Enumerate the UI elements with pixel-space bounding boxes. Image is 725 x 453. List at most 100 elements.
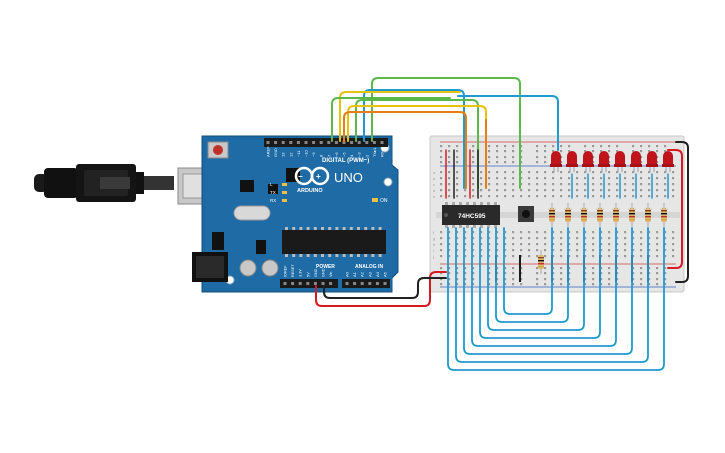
breadboard-hole[interactable] (560, 278, 563, 281)
breadboard-hole[interactable] (552, 237, 555, 240)
breadboard-hole[interactable] (488, 183, 491, 186)
breadboard-hole[interactable] (504, 243, 507, 246)
breadboard-hole[interactable] (624, 255, 627, 258)
breadboard-hole[interactable] (656, 171, 659, 174)
breadboard-hole[interactable] (576, 255, 579, 258)
breadboard-hole[interactable] (480, 189, 483, 192)
breadboard-hole[interactable] (464, 195, 467, 198)
breadboard-hole[interactable] (504, 171, 507, 174)
breadboard-hole[interactable] (632, 255, 635, 258)
breadboard-hole[interactable] (456, 278, 459, 281)
header-pin[interactable] (296, 141, 300, 144)
breadboard-hole[interactable] (568, 150, 571, 153)
breadboard-hole[interactable] (568, 231, 571, 234)
breadboard-hole[interactable] (656, 237, 659, 240)
breadboard-hole[interactable] (584, 231, 587, 234)
breadboard-hole[interactable] (504, 150, 507, 153)
breadboard-hole[interactable] (600, 237, 603, 240)
breadboard-hole[interactable] (648, 283, 651, 286)
breadboard-hole[interactable] (584, 150, 587, 153)
breadboard-hole[interactable] (552, 267, 555, 270)
breadboard-hole[interactable] (552, 145, 555, 148)
breadboard-hole[interactable] (528, 255, 531, 258)
breadboard-hole[interactable] (504, 255, 507, 258)
breadboard-hole[interactable] (544, 145, 547, 148)
breadboard-hole[interactable] (504, 195, 507, 198)
breadboard-hole[interactable] (632, 249, 635, 252)
breadboard-hole[interactable] (456, 283, 459, 286)
breadboard-hole[interactable] (664, 231, 667, 234)
resistor[interactable] (597, 203, 603, 227)
breadboard-hole[interactable] (648, 267, 651, 270)
breadboard-hole[interactable] (448, 255, 451, 258)
breadboard-hole[interactable] (664, 272, 667, 275)
breadboard-hole[interactable] (520, 171, 523, 174)
breadboard-hole[interactable] (576, 249, 579, 252)
header-pin[interactable] (368, 282, 372, 285)
breadboard-hole[interactable] (608, 189, 611, 192)
breadboard-hole[interactable] (504, 183, 507, 186)
breadboard-hole[interactable] (456, 237, 459, 240)
breadboard-hole[interactable] (512, 231, 515, 234)
breadboard-hole[interactable] (608, 272, 611, 275)
breadboard-hole[interactable] (488, 171, 491, 174)
breadboard-hole[interactable] (624, 249, 627, 252)
breadboard-hole[interactable] (488, 145, 491, 148)
breadboard-hole[interactable] (624, 237, 627, 240)
breadboard-hole[interactable] (592, 267, 595, 270)
breadboard-hole[interactable] (528, 189, 531, 192)
breadboard-hole[interactable] (576, 171, 579, 174)
breadboard-hole[interactable] (528, 171, 531, 174)
breadboard-hole[interactable] (472, 183, 475, 186)
breadboard-hole[interactable] (496, 145, 499, 148)
breadboard-hole[interactable] (656, 195, 659, 198)
breadboard-hole[interactable] (648, 231, 651, 234)
wire-blue[interactable] (463, 227, 633, 355)
breadboard-hole[interactable] (616, 237, 619, 240)
breadboard-hole[interactable] (656, 249, 659, 252)
breadboard-hole[interactable] (616, 255, 619, 258)
breadboard-hole[interactable] (568, 283, 571, 286)
breadboard-hole[interactable] (656, 161, 659, 164)
led[interactable] (614, 151, 626, 172)
breadboard-hole[interactable] (472, 189, 475, 192)
breadboard-hole[interactable] (648, 278, 651, 281)
breadboard-hole[interactable] (600, 249, 603, 252)
breadboard-hole[interactable] (568, 195, 571, 198)
breadboard-hole[interactable] (448, 243, 451, 246)
header-pin[interactable] (306, 282, 310, 285)
header-pin[interactable] (334, 141, 338, 144)
breadboard-hole[interactable] (608, 267, 611, 270)
breadboard-hole[interactable] (440, 272, 443, 275)
breadboard-hole[interactable] (496, 237, 499, 240)
breadboard-hole[interactable] (536, 177, 539, 180)
wire-blue[interactable] (471, 227, 617, 347)
breadboard-hole[interactable] (512, 156, 515, 159)
breadboard-hole[interactable] (488, 156, 491, 159)
breadboard-hole[interactable] (448, 195, 451, 198)
breadboard-hole[interactable] (456, 255, 459, 258)
breadboard-hole[interactable] (584, 145, 587, 148)
breadboard-hole[interactable] (640, 183, 643, 186)
breadboard-hole[interactable] (512, 243, 515, 246)
breadboard-hole[interactable] (640, 267, 643, 270)
breadboard-hole[interactable] (600, 171, 603, 174)
breadboard-hole[interactable] (448, 231, 451, 234)
breadboard-hole[interactable] (448, 278, 451, 281)
breadboard-hole[interactable] (640, 231, 643, 234)
breadboard-hole[interactable] (480, 183, 483, 186)
breadboard-hole[interactable] (536, 255, 539, 258)
breadboard-hole[interactable] (664, 183, 667, 186)
breadboard-hole[interactable] (672, 195, 675, 198)
header-pin[interactable] (289, 141, 293, 144)
header-pin[interactable] (372, 141, 376, 144)
breadboard-hole[interactable] (664, 283, 667, 286)
breadboard-hole[interactable] (640, 177, 643, 180)
breadboard-hole[interactable] (608, 243, 611, 246)
breadboard-hole[interactable] (536, 283, 539, 286)
breadboard-hole[interactable] (608, 177, 611, 180)
breadboard-hole[interactable] (672, 183, 675, 186)
breadboard-hole[interactable] (448, 249, 451, 252)
header-pin[interactable] (329, 282, 333, 285)
breadboard-hole[interactable] (552, 171, 555, 174)
